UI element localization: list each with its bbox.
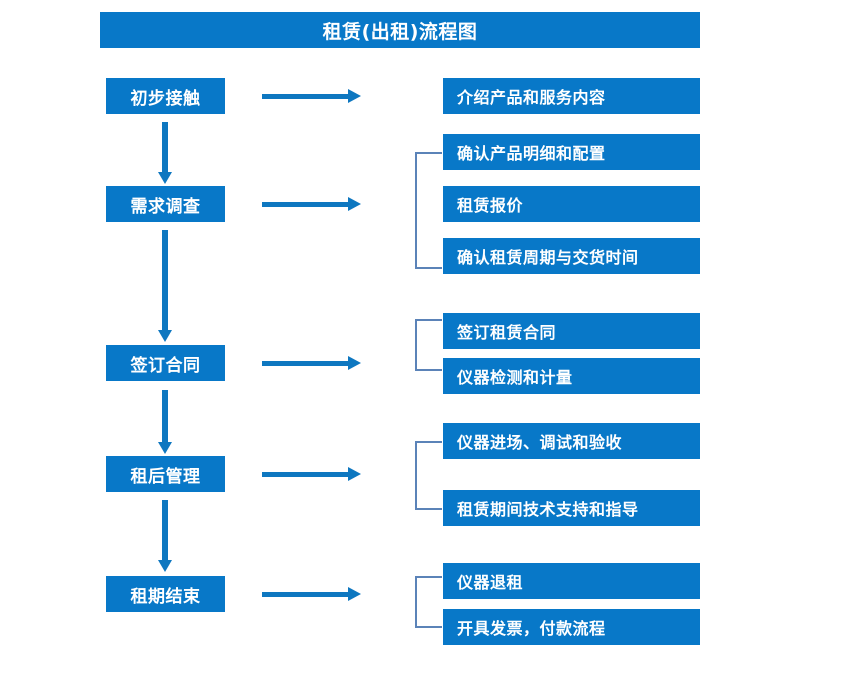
detail-box-6[interactable]: 仪器检测和计量 <box>443 358 700 394</box>
detail-box-1[interactable]: 介绍产品和服务内容 <box>443 78 700 114</box>
detail-box-9[interactable]: 仪器退租 <box>443 563 700 599</box>
stage-box-2[interactable]: 需求调查 <box>106 186 225 222</box>
detail-box-3[interactable]: 租赁报价 <box>443 186 700 222</box>
detail-box-8[interactable]: 租赁期间技术支持和指导 <box>443 490 700 526</box>
stage-box-1[interactable]: 初步接触 <box>106 78 225 114</box>
bracket-connector-4 <box>415 441 442 510</box>
vertical-arrow-2 <box>158 230 172 342</box>
detail-box-4[interactable]: 确认租赁周期与交货时间 <box>443 238 700 274</box>
detail-box-10[interactable]: 开具发票，付款流程 <box>443 609 700 645</box>
horizontal-arrow-3 <box>262 356 361 370</box>
horizontal-arrow-1 <box>262 89 361 103</box>
detail-box-2[interactable]: 确认产品明细和配置 <box>443 134 700 170</box>
vertical-arrow-3 <box>158 390 172 454</box>
bracket-connector-3 <box>415 319 442 371</box>
horizontal-arrow-5 <box>262 587 361 601</box>
horizontal-arrow-4 <box>262 467 361 481</box>
bracket-connector-2 <box>415 152 442 269</box>
vertical-arrow-1 <box>158 122 172 184</box>
detail-box-5[interactable]: 签订租赁合同 <box>443 313 700 349</box>
horizontal-arrow-2 <box>262 197 361 211</box>
stage-box-5[interactable]: 租期结束 <box>106 576 225 612</box>
bracket-connector-5 <box>415 576 442 628</box>
detail-box-7[interactable]: 仪器进场、调试和验收 <box>443 423 700 459</box>
vertical-arrow-4 <box>158 500 172 572</box>
stage-box-4[interactable]: 租后管理 <box>106 456 225 492</box>
stage-box-3[interactable]: 签订合同 <box>106 345 225 381</box>
page-title: 租赁(出租)流程图 <box>100 12 700 48</box>
